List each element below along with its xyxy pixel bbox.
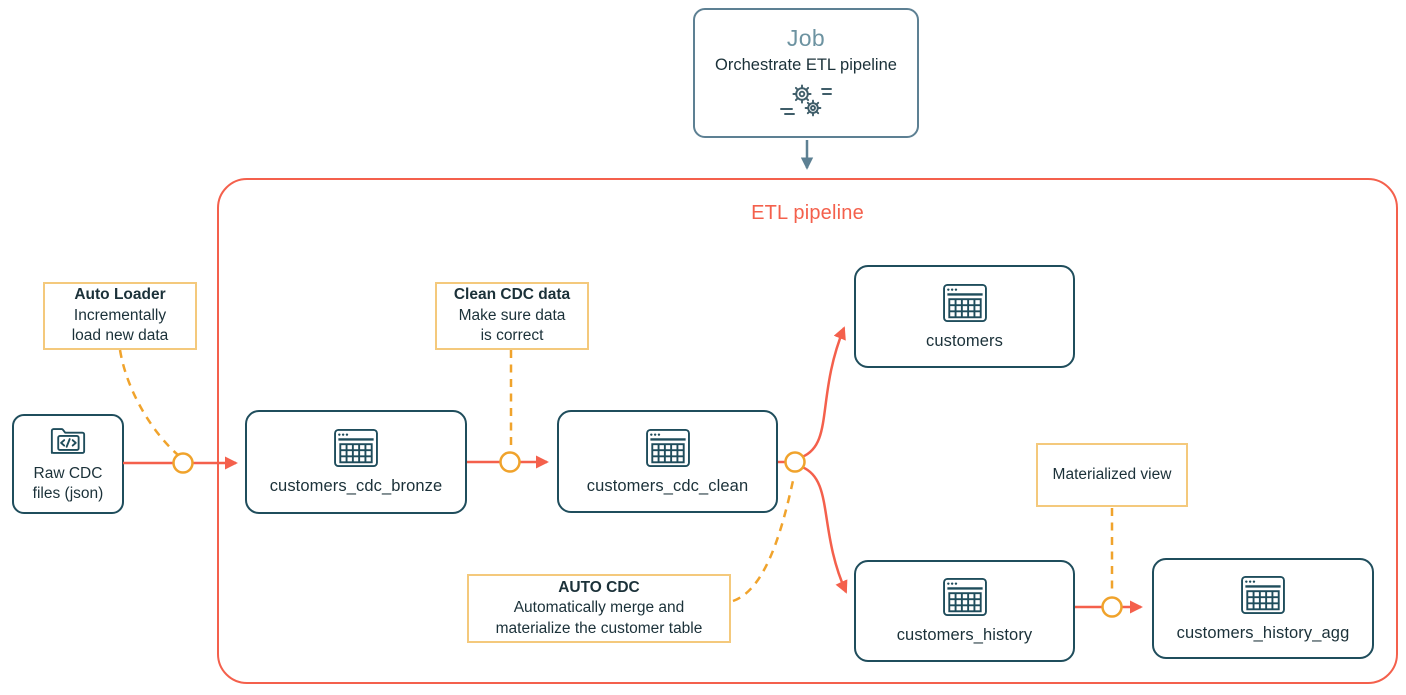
annotation-title: Auto Loader [74, 286, 166, 304]
circle-node [172, 452, 194, 474]
node-raw-cdc-files: Raw CDC files (json) [12, 414, 124, 514]
table-icon [942, 283, 988, 323]
annotation-materialized-view: Materialized view [1036, 443, 1188, 507]
table-icon [942, 577, 988, 617]
node-customers-cdc-bronze: customers_cdc_bronze [245, 410, 467, 514]
annotation-title: Clean CDC data [453, 286, 571, 304]
node-customers: customers [854, 265, 1075, 368]
annotation-line: is correct [480, 327, 544, 345]
job-subtitle: Orchestrate ETL pipeline [715, 56, 897, 74]
annotation-line: Incrementally [73, 306, 167, 324]
node-customers-cdc-clean: customers_cdc_clean [557, 410, 778, 513]
annotation-title: Materialized view [1052, 465, 1172, 483]
dashed-auto-loader-connector [118, 349, 179, 456]
node-label: customers_cdc_bronze [269, 477, 443, 495]
node-label: Raw CDC files (json) [33, 464, 104, 504]
node-label: customers_history_agg [1176, 623, 1350, 642]
annotation-line: materialize the customer table [495, 619, 703, 637]
folder-code-icon [48, 424, 88, 458]
annotation-line: Automatically merge and [513, 599, 685, 617]
node-label-line2: files (json) [32, 485, 104, 502]
annotation-title: AUTO CDC [558, 578, 640, 596]
table-icon [645, 428, 691, 468]
etl-pipeline-container: ETL pipeline [217, 178, 1398, 684]
annotation-line: Make sure data [458, 306, 566, 324]
node-label: customers [925, 331, 1003, 350]
gears-icon [778, 81, 834, 121]
job-title: Job [786, 25, 826, 51]
table-icon [1240, 575, 1286, 615]
node-customers-history-agg: customers_history_agg [1152, 558, 1374, 659]
annotation-line: load new data [71, 327, 169, 345]
etl-pipeline-title: ETL pipeline [751, 202, 864, 224]
node-customers-history: customers_history [854, 560, 1075, 662]
annotation-clean-cdc-data: Clean CDC data Make sure data is correct [435, 282, 589, 350]
node-label: customers_cdc_clean [586, 476, 749, 495]
node-label-line1: Raw CDC [33, 464, 103, 482]
annotation-auto-loader: Auto Loader Incrementally load new data [43, 282, 197, 350]
table-icon [333, 428, 379, 468]
node-label: customers_history [896, 626, 1033, 644]
job-box: Job Orchestrate ETL pipeline [693, 8, 919, 138]
annotation-auto-cdc: AUTO CDC Automatically merge and materia… [467, 574, 731, 643]
